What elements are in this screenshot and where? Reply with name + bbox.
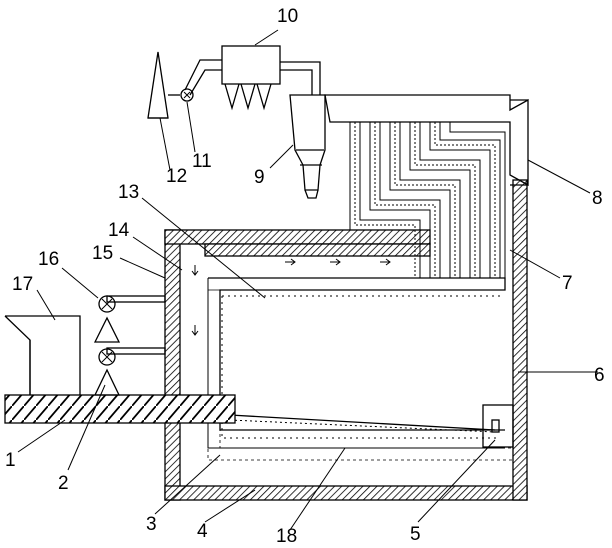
furnace-bottom-wall <box>165 486 527 500</box>
fan-2 <box>95 348 165 395</box>
partition-baffle <box>205 244 430 256</box>
furnace-right-wall <box>513 180 527 500</box>
label-2: 2 <box>58 473 69 494</box>
chimney <box>148 52 168 118</box>
label-3: 3 <box>146 514 157 535</box>
feed-hopper <box>5 316 80 395</box>
label-10: 10 <box>277 6 298 27</box>
label-11: 11 <box>192 151 212 172</box>
cyclone <box>290 95 325 198</box>
label-13: 13 <box>118 182 139 203</box>
leader-lines <box>18 30 598 530</box>
inner-chamber <box>208 278 513 460</box>
label-4: 4 <box>197 521 208 542</box>
label-1: 1 <box>5 450 16 471</box>
label-16: 16 <box>38 249 59 270</box>
label-12: 12 <box>166 166 187 187</box>
label-8: 8 <box>592 188 603 209</box>
label-7: 7 <box>562 273 573 294</box>
label-6: 6 <box>594 365 605 386</box>
furnace-top-wall <box>165 230 430 244</box>
furnace-left-wall <box>165 230 180 500</box>
label-5: 5 <box>410 524 421 545</box>
inner-chamber-outline <box>208 278 505 430</box>
label-17: 17 <box>12 274 33 295</box>
fan-16 <box>95 296 165 342</box>
screw-feeder <box>5 395 235 423</box>
furnace-housing <box>165 180 527 500</box>
sloped-grate <box>230 415 495 430</box>
label-18: 18 <box>276 526 297 547</box>
label-14: 14 <box>108 220 130 241</box>
induced-fan <box>168 89 193 101</box>
bag-filter <box>185 46 320 108</box>
label-15: 15 <box>92 243 113 264</box>
tube-row-bottom <box>208 448 513 460</box>
tube-column-left <box>208 290 220 448</box>
label-9: 9 <box>254 167 265 188</box>
slag-outlet <box>483 405 513 447</box>
